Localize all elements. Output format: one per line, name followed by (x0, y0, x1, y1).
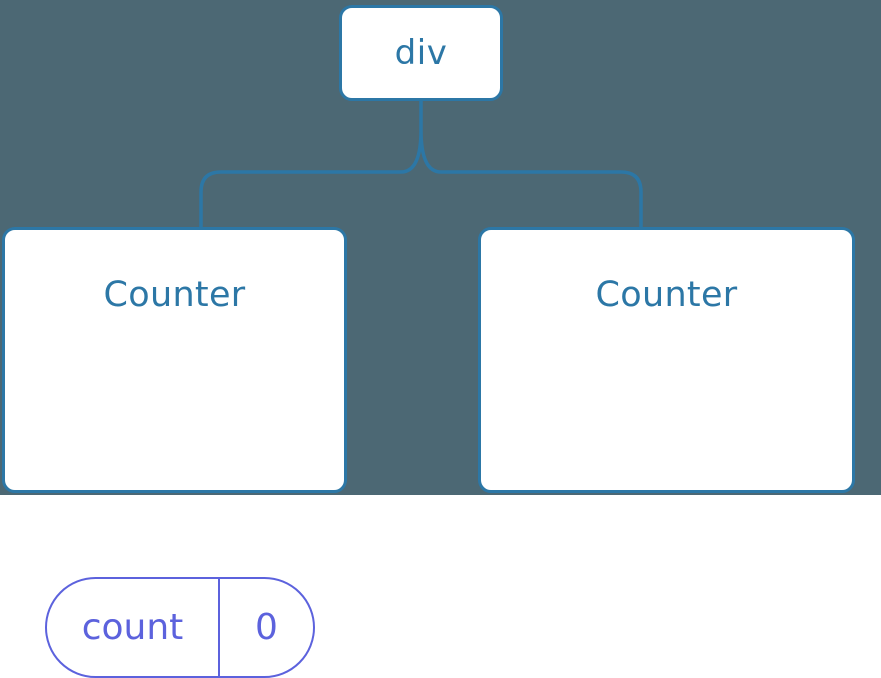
node-div-label: div (394, 33, 448, 73)
node-counter-left[interactable]: Counter count 0 (2, 227, 347, 678)
connector-path (199, 98, 643, 230)
state-pill-left[interactable]: count 0 (45, 577, 315, 678)
counter-right-title: Counter (595, 275, 738, 315)
state-key-left: count (47, 579, 220, 676)
state-pill-left-body[interactable]: count 0 (45, 577, 315, 678)
state-value-left: 0 (255, 607, 278, 648)
counter-left-title: Counter (103, 275, 246, 315)
node-counter-right[interactable]: Counter count 1 (478, 227, 855, 493)
node-div[interactable]: div (339, 5, 503, 101)
